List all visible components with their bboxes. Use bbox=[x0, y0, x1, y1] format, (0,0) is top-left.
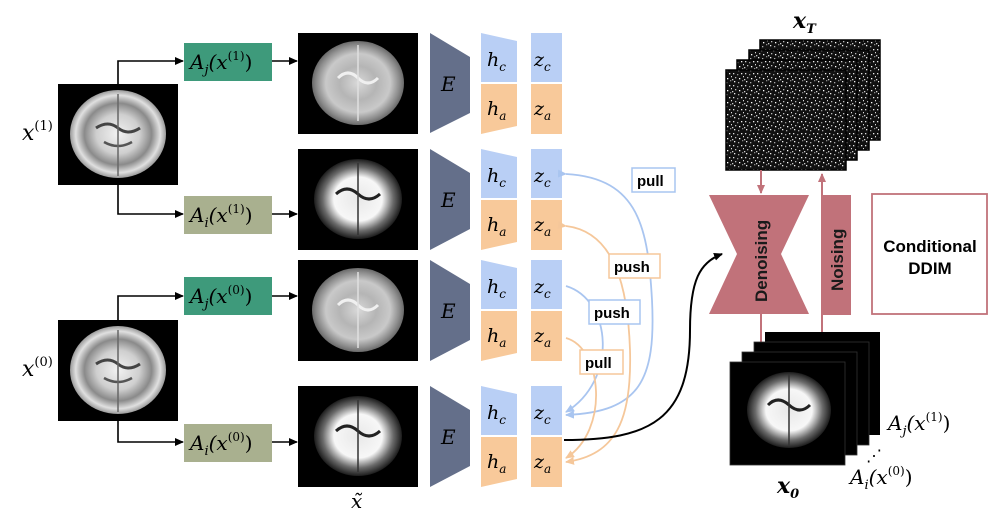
head-ha-2: ha bbox=[481, 200, 517, 250]
svg-text:zc: zc bbox=[533, 49, 551, 74]
svg-text:zc: zc bbox=[533, 165, 551, 190]
tag-pull-top: pull bbox=[631, 167, 676, 193]
input-image-x1 bbox=[58, 84, 178, 185]
embed-zc-3: zc bbox=[531, 260, 562, 309]
input-branch-arrows bbox=[117, 57, 298, 446]
head-ha-3: ha bbox=[481, 311, 517, 361]
noise-stack-xT bbox=[725, 39, 881, 171]
svg-text:E: E bbox=[440, 72, 456, 96]
svg-text:hc: hc bbox=[487, 402, 506, 427]
aug-box-aj-x0: Aj(x(0)) bbox=[184, 277, 272, 315]
svg-text:Aj(x(0)): Aj(x(0)) bbox=[188, 283, 252, 312]
head-ha-1: ha bbox=[481, 84, 517, 134]
stack-dots: ⋰ bbox=[866, 446, 882, 465]
xT-label: xT bbox=[792, 8, 817, 37]
tag-push-blue: push bbox=[588, 299, 641, 325]
condition-arrow bbox=[563, 252, 723, 441]
svg-text:Aj(x(1)): Aj(x(1)) bbox=[188, 49, 252, 78]
encoder-4: E bbox=[430, 386, 470, 487]
svg-text:ha: ha bbox=[487, 214, 506, 239]
augmented-image-4 bbox=[298, 386, 418, 487]
head-hc-1: hc bbox=[481, 33, 517, 82]
svg-text:hc: hc bbox=[487, 165, 506, 190]
svg-text:za: za bbox=[533, 214, 551, 239]
svg-text:Ai(x(1)): Ai(x(1)) bbox=[188, 202, 253, 231]
embed-za-4: za bbox=[531, 437, 562, 487]
svg-text:push: push bbox=[594, 305, 630, 322]
encoder-1: E bbox=[430, 33, 470, 133]
svg-text:za: za bbox=[533, 325, 551, 350]
aug-box-aj-x1: Aj(x(1)) bbox=[184, 43, 272, 81]
embed-za-3: za bbox=[531, 311, 562, 361]
svg-text:hc: hc bbox=[487, 276, 506, 301]
svg-text:za: za bbox=[533, 98, 551, 123]
tag-pull-bottom: pull bbox=[579, 349, 624, 375]
head-hc-4: hc bbox=[481, 386, 517, 435]
x0-label: x0 bbox=[776, 473, 799, 502]
svg-text:push: push bbox=[614, 259, 650, 276]
tag-push-orange: push bbox=[608, 253, 661, 279]
noising-block: Noising bbox=[822, 195, 851, 315]
svg-text:hc: hc bbox=[487, 49, 506, 74]
svg-text:pull: pull bbox=[637, 173, 664, 190]
svg-text:za: za bbox=[533, 451, 551, 476]
denoising-block: Denoising bbox=[709, 195, 809, 314]
svg-text:E: E bbox=[440, 188, 456, 212]
augmented-image-3 bbox=[298, 260, 418, 361]
stack-label-ai-x0: Ai(x(0)) bbox=[848, 464, 913, 493]
encoder-2: E bbox=[430, 149, 470, 250]
embed-zc-4: zc bbox=[531, 386, 562, 435]
embed-za-1: za bbox=[531, 84, 562, 134]
svg-text:zc: zc bbox=[533, 276, 551, 301]
svg-text:Noising: Noising bbox=[828, 229, 847, 291]
svg-text:DDIM: DDIM bbox=[908, 259, 951, 278]
augmented-image-2 bbox=[298, 149, 418, 250]
head-ha-4: ha bbox=[481, 437, 517, 487]
svg-text:E: E bbox=[440, 425, 456, 449]
stack-label-aj-x1: Aj(x(1)) bbox=[886, 410, 950, 439]
augmented-image-1 bbox=[298, 33, 418, 134]
svg-text:Conditional: Conditional bbox=[883, 237, 976, 256]
svg-text:ha: ha bbox=[487, 325, 506, 350]
aug-box-ai-x1: Ai(x(1)) bbox=[184, 196, 272, 234]
svg-text:Denoising: Denoising bbox=[752, 220, 771, 302]
head-hc-3: hc bbox=[481, 260, 517, 309]
input-label-x1: x(1) bbox=[22, 119, 53, 146]
generated-stack-x0 bbox=[729, 332, 880, 466]
svg-text:E: E bbox=[440, 299, 456, 323]
aug-box-ai-x0: Ai(x(0)) bbox=[184, 424, 272, 462]
svg-text:ha: ha bbox=[487, 98, 506, 123]
svg-text:Ai(x(0)): Ai(x(0)) bbox=[188, 430, 253, 459]
x-tilde-label: x̃ bbox=[351, 489, 363, 513]
head-hc-2: hc bbox=[481, 149, 517, 198]
svg-text:ha: ha bbox=[487, 451, 506, 476]
svg-text:pull: pull bbox=[585, 355, 612, 372]
conditional-ddim-label: Conditional DDIM bbox=[871, 193, 988, 315]
encoder-3: E bbox=[430, 260, 470, 361]
svg-text:zc: zc bbox=[533, 402, 551, 427]
embed-zc-2: zc bbox=[531, 149, 562, 198]
embed-zc-1: zc bbox=[531, 33, 562, 82]
input-label-x0: x(0) bbox=[22, 355, 53, 382]
contrastive-arrows bbox=[557, 169, 654, 465]
embed-za-2: za bbox=[531, 200, 562, 250]
input-image-x0 bbox=[58, 320, 178, 421]
